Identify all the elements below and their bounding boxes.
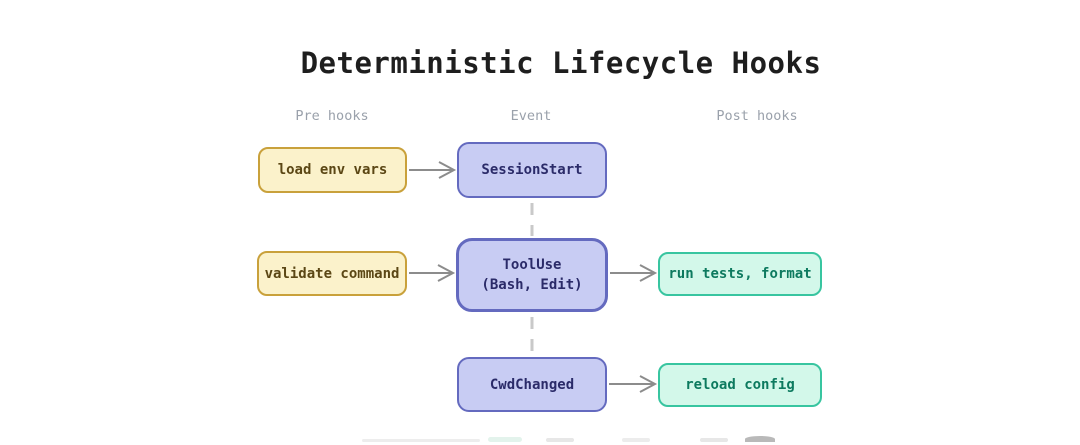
column-header-post-hooks: Post hooks xyxy=(716,108,798,124)
arrow-tool-use-to-run-tests-format xyxy=(610,264,658,282)
node-session-start: SessionStart xyxy=(457,142,607,198)
node-label: load env vars xyxy=(277,162,388,178)
node-label: SessionStart xyxy=(481,162,583,178)
arrow-validate-command-to-tool-use xyxy=(409,264,456,282)
node-label-line1: ToolUse xyxy=(502,257,562,273)
node-label: reload config xyxy=(685,377,795,393)
node-label: CwdChanged xyxy=(489,376,575,393)
node-cwd-changed: CwdChanged xyxy=(457,357,607,412)
node-run-tests-format: run tests, format xyxy=(658,252,822,296)
node-label: validate command xyxy=(264,265,400,282)
node-label-line2: (Bash, Edit) xyxy=(481,277,583,293)
node-tool-use: ToolUse (Bash, Edit) xyxy=(456,238,608,312)
column-header-event: Event xyxy=(510,108,552,124)
node-validate-command: validate command xyxy=(257,251,407,296)
node-load-env-vars: load env vars xyxy=(258,147,407,193)
arrow-load-env-vars-to-session-start xyxy=(409,161,457,179)
arrow-cwd-changed-to-reload-config xyxy=(609,375,658,393)
node-label: run tests, format xyxy=(668,266,812,282)
diagram-title: Deterministic Lifecycle Hooks xyxy=(300,46,822,80)
node-reload-config: reload config xyxy=(658,363,822,407)
column-header-pre-hooks: Pre hooks xyxy=(295,108,369,124)
